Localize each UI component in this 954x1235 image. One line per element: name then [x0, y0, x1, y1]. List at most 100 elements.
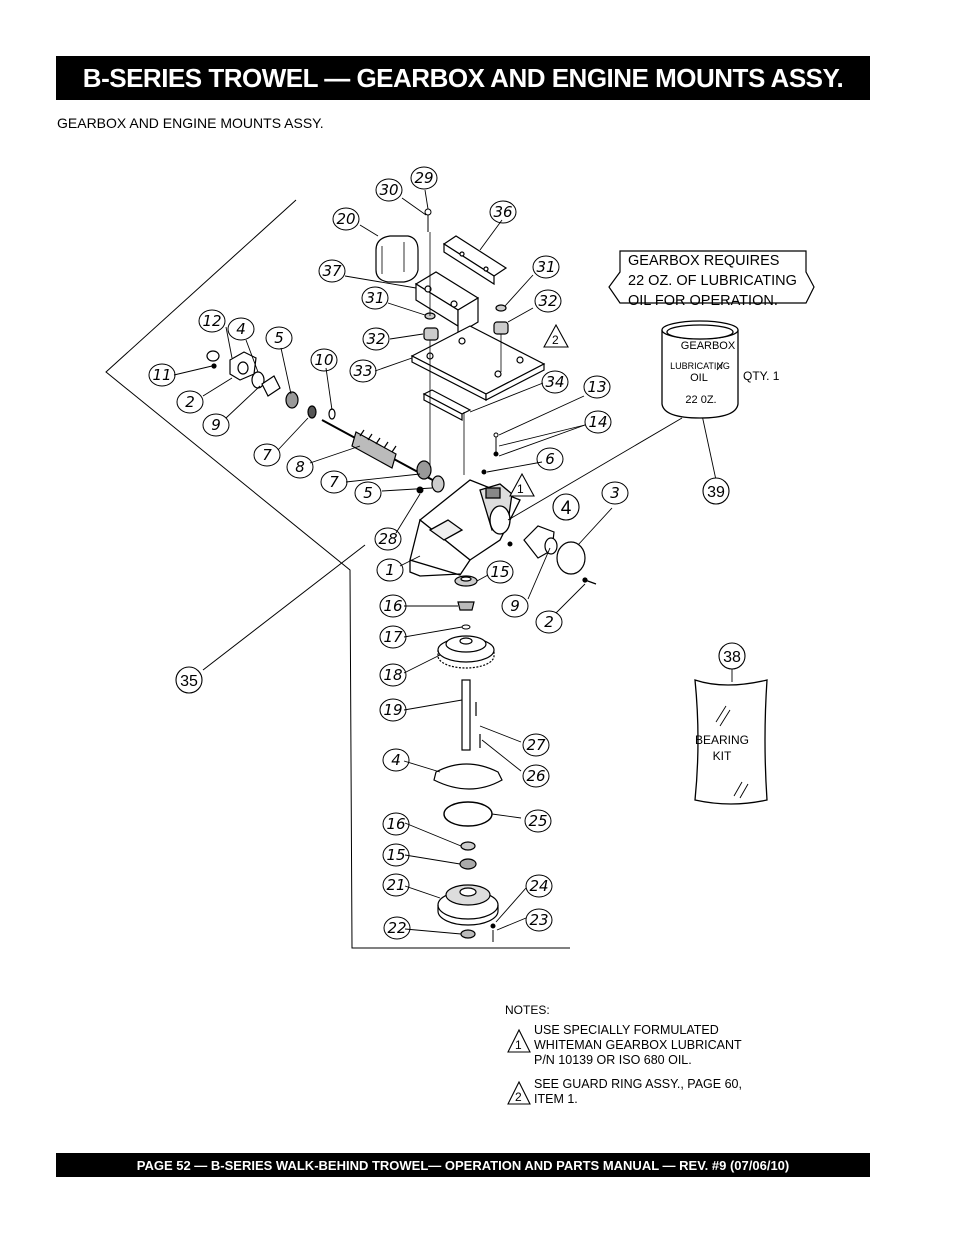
gearbox-note-line3: OIL FOR OPERATION. — [628, 293, 778, 309]
callout-2b: 2 — [544, 613, 554, 631]
gearbox-note-outline — [608, 250, 815, 304]
callout-31b: 31 — [365, 289, 384, 307]
callout-7a: 7 — [262, 446, 272, 464]
callout-25: 25 — [528, 812, 547, 830]
callout-7b: 7 — [329, 473, 339, 491]
callout-5b: 5 — [363, 484, 373, 502]
part-washer-17 — [461, 624, 471, 630]
callout-4b: 4 — [391, 751, 401, 769]
callout-19: 19 — [383, 701, 402, 719]
bearing-kit-line2: KIT — [713, 749, 732, 763]
note1-number: 1 — [515, 1038, 522, 1052]
callout-23: 23 — [529, 911, 548, 929]
oval-callouts — [148, 166, 629, 940]
callout-24: 24 — [529, 877, 548, 895]
callout-38: 38 — [723, 649, 741, 666]
part-seal-22 — [460, 929, 476, 939]
callout-4a: 4 — [236, 320, 246, 338]
callout-9b: 9 — [510, 597, 520, 615]
callout-30: 30 — [379, 181, 398, 199]
callout-12: 12 — [202, 312, 221, 330]
section-subtitle: GEARBOX AND ENGINE MOUNTS ASSY. — [57, 115, 324, 131]
part-screw-top — [424, 208, 432, 232]
callout-34: 34 — [545, 373, 564, 391]
callout-15b: 15 — [386, 846, 405, 864]
page-title: B-SERIES TROWEL — GEARBOX AND ENGINE MOU… — [56, 56, 870, 100]
part-bracket-37 — [414, 271, 480, 336]
callout-17: 17 — [383, 628, 403, 646]
triangle-1-number: 1 — [517, 482, 524, 496]
callout-16b: 16 — [386, 815, 405, 833]
note-2: SEE GUARD RING ASSY., PAGE 60, ITEM 1. — [534, 1077, 742, 1107]
callout-37: 37 — [322, 262, 342, 280]
page-footer: PAGE 52 — B-SERIES WALK-BEHIND TROWEL— O… — [56, 1153, 870, 1177]
callout-4-circled: 4 — [561, 498, 572, 519]
oil-can-qty: QTY. 1 — [743, 369, 780, 383]
oval-callout-labels: 29 30 20 36 37 31 31 32 32 33 34 13 14 6… — [152, 169, 619, 937]
part-right-cover — [523, 525, 597, 585]
part-seal-16-lower — [460, 841, 476, 851]
callout-9a: 9 — [211, 416, 221, 434]
callout-28: 28 — [378, 530, 397, 548]
callout-22: 22 — [387, 919, 406, 937]
note-1: USE SPECIALLY FORMULATED WHITEMAN GEARBO… — [534, 1023, 742, 1068]
gearbox-note: GEARBOX REQUIRES 22 OZ. OF LUBRICATING O… — [628, 251, 797, 311]
region-boundary — [105, 199, 570, 949]
callout-32a: 32 — [538, 292, 557, 310]
leader-lines — [173, 189, 717, 935]
callout-39: 39 — [707, 484, 725, 501]
callout-1: 1 — [385, 561, 395, 579]
callout-20: 20 — [336, 210, 355, 228]
part-bolt-23-24 — [490, 923, 496, 942]
part-gasket-4 — [433, 763, 503, 790]
gearbox-note-line1: GEARBOX REQUIRES — [628, 253, 780, 269]
note2-line2: ITEM 1. — [534, 1092, 578, 1106]
note1-line2: WHITEMAN GEARBOX LUBRICANT — [534, 1038, 742, 1052]
callout-31a: 31 — [536, 258, 555, 276]
part-left-bearings — [206, 350, 445, 493]
callout-21: 21 — [386, 876, 405, 894]
bearing-kit-bag — [694, 668, 768, 805]
part-bearing-15 — [454, 575, 478, 587]
note2-line1: SEE GUARD RING ASSY., PAGE 60, — [534, 1077, 742, 1091]
part-bearing-15-lower — [459, 858, 477, 870]
oil-can — [661, 320, 739, 419]
callout-11: 11 — [152, 366, 171, 384]
callout-13: 13 — [587, 378, 606, 396]
notes-heading: NOTES: — [505, 1003, 550, 1017]
part-cap — [375, 235, 419, 283]
callout-35: 35 — [180, 673, 198, 690]
callout-33: 33 — [353, 362, 372, 380]
oil-can-label-mid: LUBRICATING — [670, 361, 730, 371]
oil-can-label-size: 22 0Z. — [685, 394, 716, 406]
oil-can-label-oil: OIL — [690, 372, 708, 384]
part-gearbox-housing — [409, 479, 521, 577]
callout-3: 3 — [610, 484, 620, 502]
part-worm-gear-18 — [437, 635, 495, 669]
callout-29: 29 — [414, 169, 433, 187]
callout-36: 36 — [493, 203, 512, 221]
callout-18: 18 — [383, 666, 402, 684]
note2-number: 2 — [515, 1090, 522, 1104]
diagram-note-triangles — [509, 323, 569, 497]
part-bearing-16 — [457, 601, 475, 611]
callout-5a: 5 — [274, 329, 284, 347]
callout-2a: 2 — [185, 393, 195, 411]
callout-6: 6 — [545, 450, 555, 468]
bearing-kit-line1: BEARING — [695, 733, 749, 747]
triangle-2-number: 2 — [552, 333, 559, 347]
circled-callouts — [175, 477, 746, 694]
callout-10: 10 — [314, 351, 333, 369]
part-plate-36 — [442, 235, 508, 286]
note1-line1: USE SPECIALLY FORMULATED — [534, 1023, 719, 1037]
part-bar-34 — [422, 389, 472, 421]
part-shaft-19 — [461, 679, 481, 751]
callout-32b: 32 — [366, 330, 385, 348]
callout-16a: 16 — [383, 597, 402, 615]
callout-15a: 15 — [490, 563, 509, 581]
callout-8: 8 — [295, 458, 305, 476]
notes-triangles — [507, 1028, 531, 1105]
part-oring-25 — [443, 801, 493, 827]
callout-26: 26 — [526, 767, 545, 785]
